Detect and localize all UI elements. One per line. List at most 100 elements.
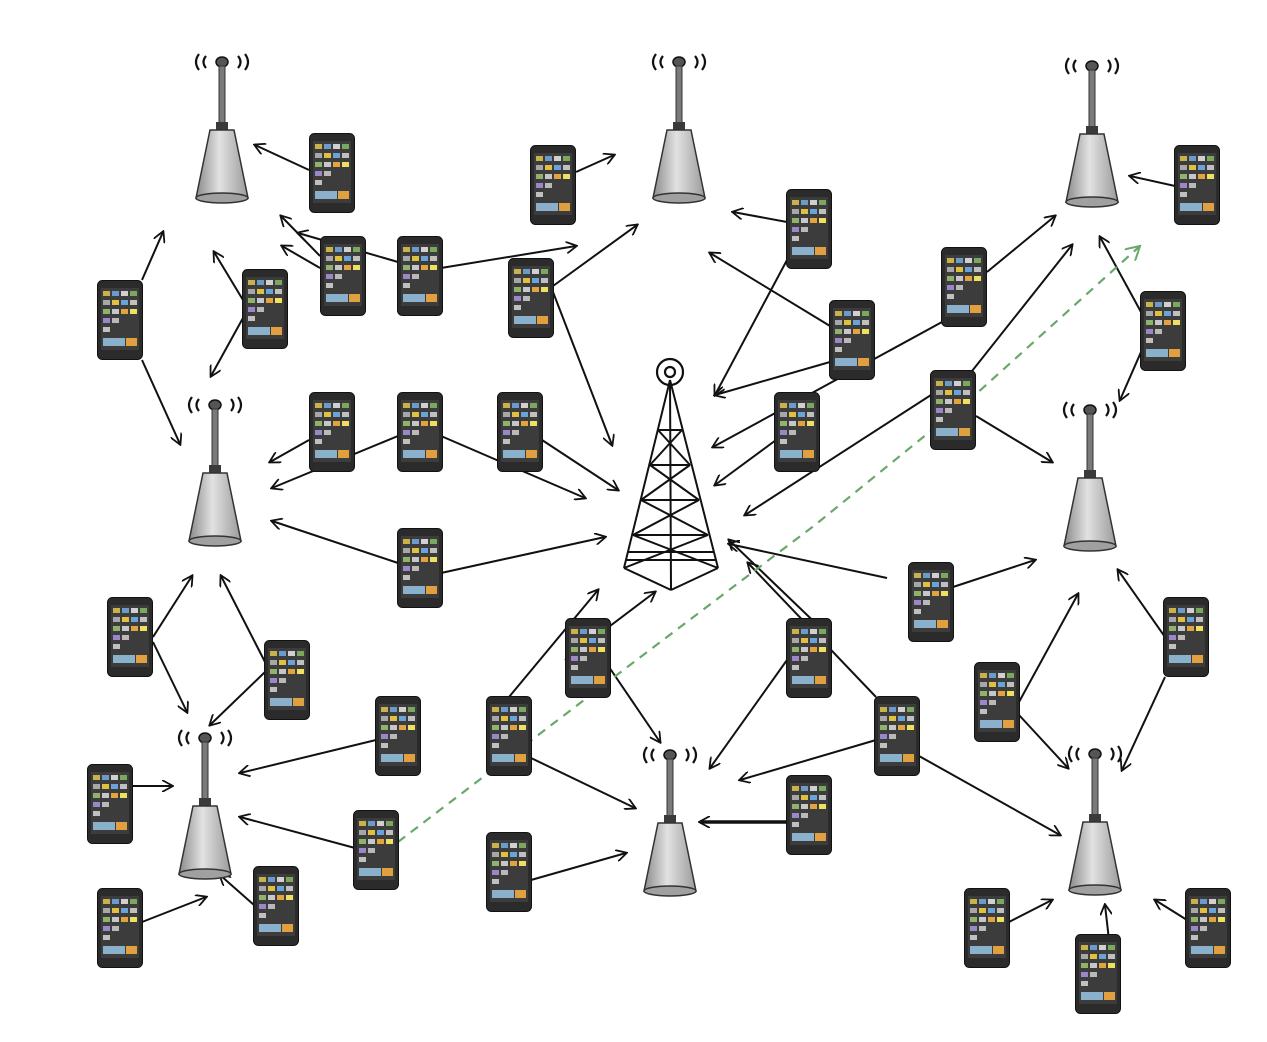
link-arrow <box>281 216 321 257</box>
smartphone-icon <box>941 247 987 327</box>
smartphone-icon <box>264 640 310 720</box>
smartphone-icon <box>486 696 532 776</box>
link-arrow <box>214 252 244 301</box>
link-arrow <box>440 537 605 574</box>
smartphone-icon <box>497 392 543 472</box>
link-arrow <box>1130 176 1176 187</box>
link-arrow <box>608 666 660 742</box>
smartphone-icon <box>1163 597 1209 677</box>
smartphone-icon <box>1075 934 1121 1014</box>
routed-path-dashed <box>397 246 1140 843</box>
link-arrow <box>713 321 943 447</box>
link-arrow <box>270 439 310 462</box>
smartphone-icon <box>87 764 133 844</box>
smartphone-icon <box>964 888 1010 968</box>
smartphone-icon <box>974 662 1020 742</box>
smartphone-icon <box>930 370 976 450</box>
link-arrow <box>918 755 1060 835</box>
smartphone-icon <box>786 189 832 269</box>
smartphone-icon <box>397 392 443 472</box>
link-arrow <box>530 757 635 808</box>
smartphone-icon <box>565 618 611 698</box>
antenna-icon <box>177 728 233 881</box>
link-arrow <box>575 155 614 173</box>
link-arrow <box>240 739 377 773</box>
link-arrow <box>729 544 888 579</box>
smartphone-icon <box>97 280 143 360</box>
link-arrow <box>240 817 356 849</box>
smartphone-icon <box>253 866 299 946</box>
link-arrow <box>220 875 255 906</box>
smartphone-icon <box>1174 145 1220 225</box>
smartphone-icon <box>353 810 399 890</box>
link-arrow <box>975 415 1052 462</box>
smartphone-icon <box>375 696 421 776</box>
link-arrow <box>715 259 788 395</box>
link-arrow <box>1018 594 1078 703</box>
link-arrow <box>715 439 777 485</box>
link-arrow <box>1018 714 1068 768</box>
link-arrow <box>986 216 1055 273</box>
antenna-icon <box>651 52 707 205</box>
link-arrow <box>1122 676 1166 770</box>
smartphone-icon <box>320 236 366 316</box>
smartphone-icon <box>97 888 143 968</box>
antenna-icon <box>187 395 243 548</box>
link-arrow <box>1008 900 1052 923</box>
smartphone-icon <box>774 392 820 472</box>
link-arrow <box>210 671 266 725</box>
link-arrow <box>952 245 1072 396</box>
link-arrow <box>745 394 932 515</box>
antenna-icon <box>1067 744 1123 897</box>
link-arrow <box>1118 570 1166 638</box>
smartphone-icon <box>309 133 355 213</box>
link-arrow <box>1155 900 1188 921</box>
link-arrow <box>152 641 187 712</box>
link-arrow <box>541 439 618 490</box>
link-arrow <box>440 246 576 269</box>
smartphone-icon <box>397 528 443 608</box>
smartphone-icon <box>786 618 832 698</box>
link-arrow <box>221 576 266 663</box>
link-arrow <box>710 659 788 768</box>
device-links <box>131 145 1188 941</box>
smartphone-icon <box>107 597 153 677</box>
link-arrow <box>733 212 788 223</box>
link-arrow <box>530 853 626 881</box>
antenna-icon <box>1062 400 1118 553</box>
link-arrow <box>152 576 192 638</box>
link-arrow <box>552 291 612 445</box>
link-arrow <box>1120 351 1142 400</box>
smartphone-icon <box>829 300 875 380</box>
link-arrow <box>272 521 399 564</box>
link-arrow <box>552 225 637 287</box>
link-arrow <box>710 253 831 327</box>
antenna-icon <box>1064 56 1120 209</box>
link-arrow <box>952 560 1035 588</box>
link-arrow <box>715 361 831 395</box>
smartphone-icon <box>242 269 288 349</box>
smartphone-icon <box>1185 888 1231 968</box>
link-arrow <box>141 897 206 923</box>
smartphone-icon <box>508 258 554 338</box>
link-arrow <box>1100 237 1142 313</box>
smartphone-icon <box>908 562 954 642</box>
smartphone-icon <box>786 775 832 855</box>
smartphone-icon <box>486 832 532 912</box>
smartphone-icon <box>874 696 920 776</box>
antenna-icon <box>642 745 698 898</box>
link-arrow <box>141 359 180 444</box>
antenna-icon <box>194 52 250 205</box>
link-arrow <box>740 739 877 780</box>
link-arrow <box>141 232 163 281</box>
cell-tower-icon <box>623 357 719 591</box>
smartphone-icon <box>530 145 576 225</box>
smartphone-icon <box>397 236 443 316</box>
link-arrow <box>508 590 598 698</box>
link-arrow <box>255 145 310 171</box>
routed-paths <box>397 246 1140 843</box>
smartphone-icon <box>1140 291 1186 371</box>
smartphone-icon <box>309 392 355 472</box>
link-arrow <box>282 246 321 269</box>
